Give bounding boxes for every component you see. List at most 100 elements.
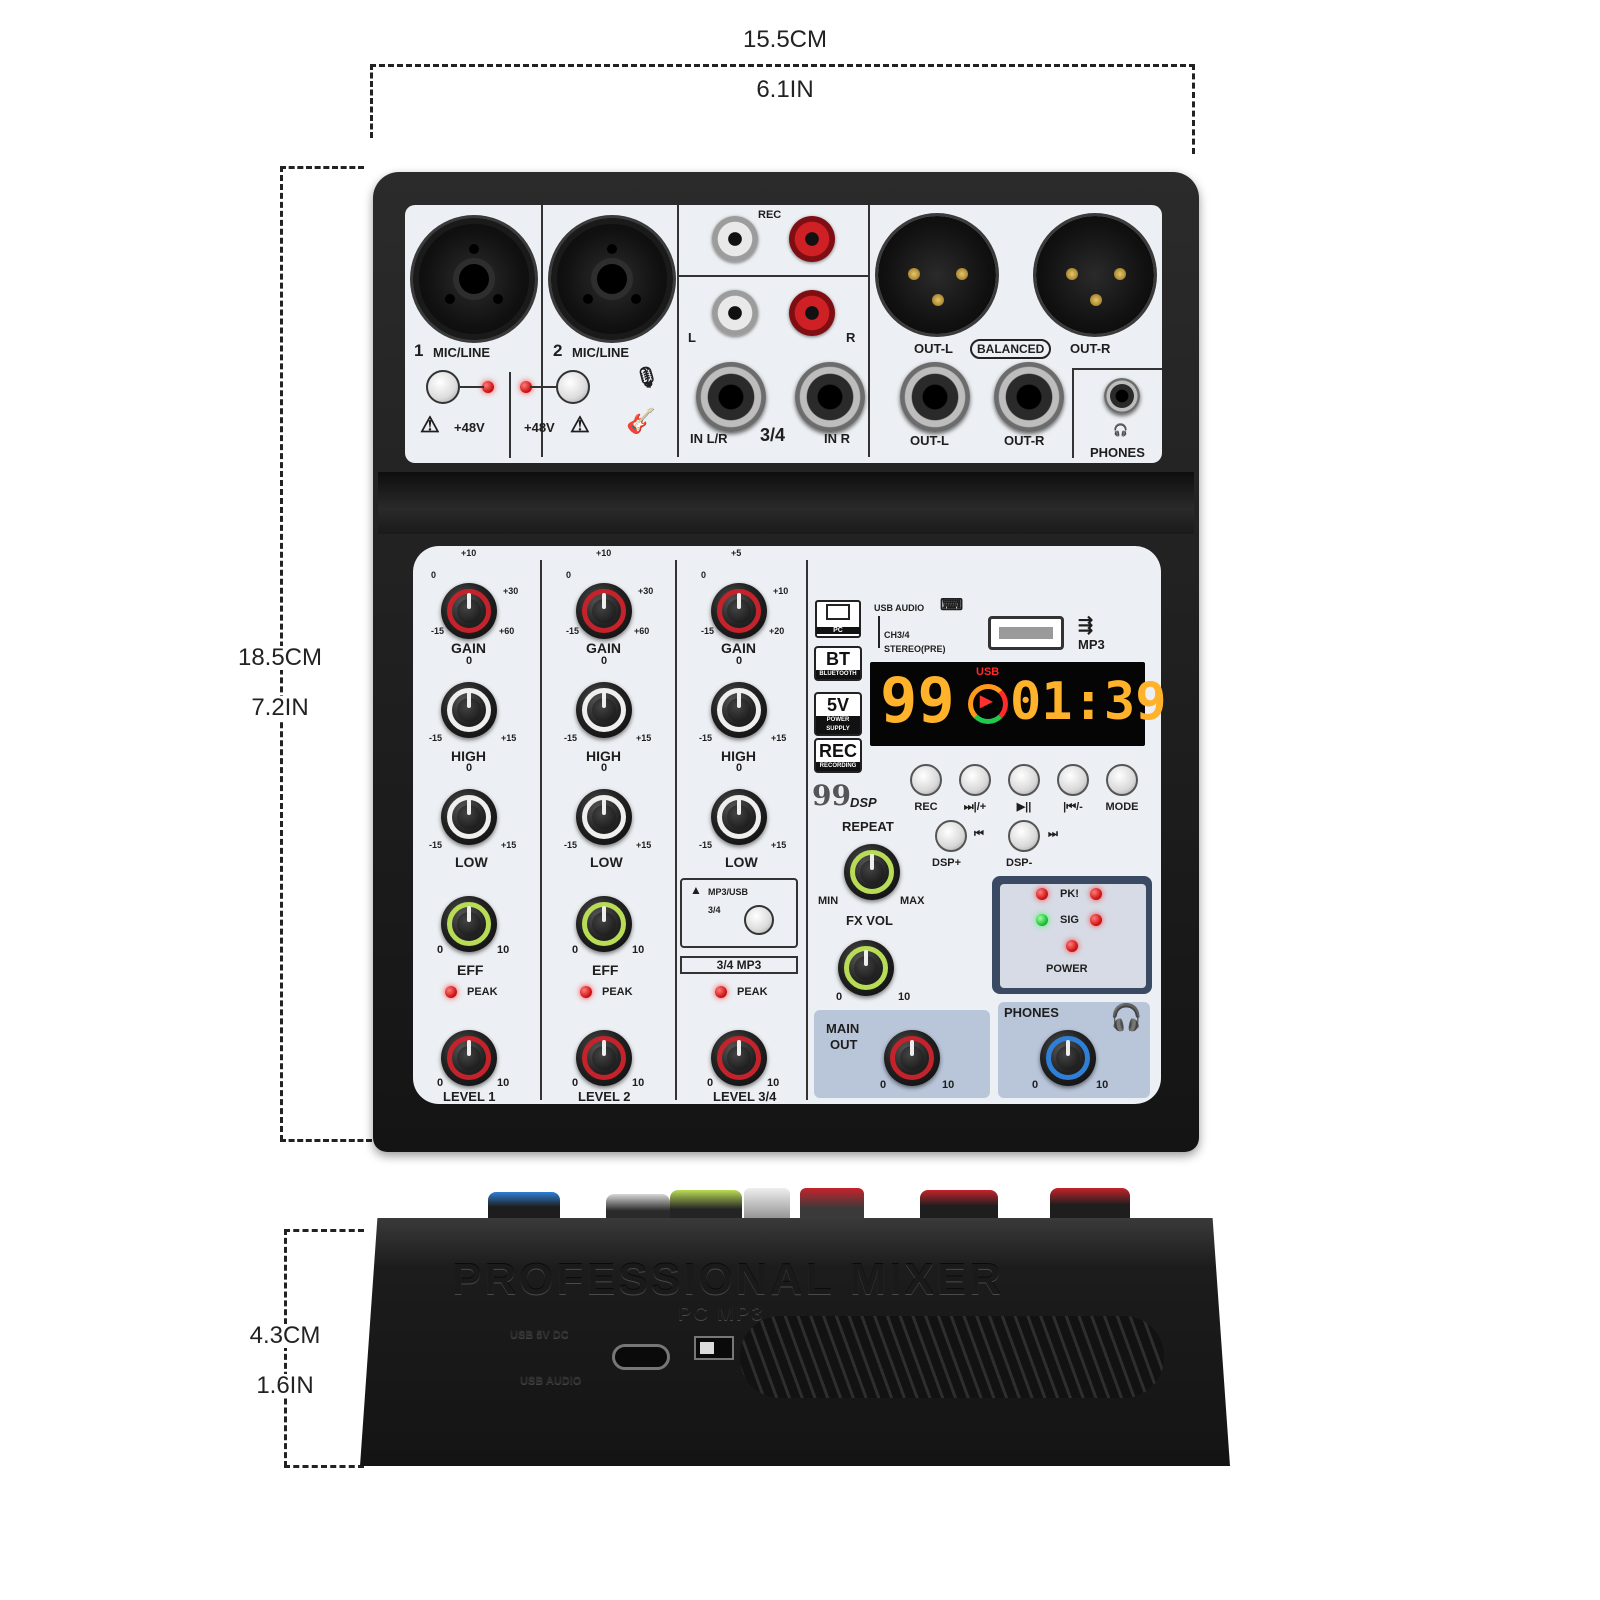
rec-button[interactable] (910, 764, 942, 796)
mp3-source-switch[interactable] (744, 905, 774, 935)
phantom-led-wire-ch1 (458, 386, 484, 388)
dsp-minus-label: DSP- (1006, 857, 1033, 869)
combo-jack-ch2[interactable] (551, 218, 673, 340)
repeat-knob[interactable] (844, 844, 900, 900)
xlr-out-right[interactable] (1036, 216, 1154, 334)
5v-badge-text: 5V (826, 695, 850, 715)
next-button-label: ⏭|/+ (963, 801, 987, 813)
rec-label: REC (758, 209, 782, 221)
channel-divider-3 (806, 560, 808, 1100)
ch1-low-knob[interactable] (441, 789, 497, 845)
routing-line (878, 616, 880, 648)
ch2-gain-top: +10 (596, 548, 612, 558)
usb-c-port[interactable] (612, 1344, 670, 1370)
rear-divider-6 (1072, 368, 1162, 370)
ch1-level-knob[interactable] (441, 1030, 497, 1086)
ch2-low-zero: 0 (601, 762, 608, 774)
ch3-gain-br: +20 (769, 626, 785, 636)
ch2-gain-right: +30 (638, 586, 654, 596)
ch2-low-knob[interactable] (576, 789, 632, 845)
dsp-plus-label: DSP+ (932, 857, 962, 869)
ch1-level-l: 0 (437, 1077, 444, 1089)
phones-jack[interactable] (1104, 378, 1140, 414)
power-label: POWER (1046, 963, 1088, 975)
depth-dimension-bottom-tick (284, 1465, 364, 1468)
rec-rca-right[interactable] (789, 216, 835, 262)
prev-vol-down-button[interactable] (1057, 764, 1089, 796)
ch1-high-label: HIGH (451, 748, 486, 764)
main-out-label-1: MAIN (826, 1021, 860, 1036)
phantom-switch-ch1[interactable] (426, 370, 460, 404)
ch1-high-knob[interactable] (441, 682, 497, 738)
ch3-low-knob[interactable] (711, 789, 767, 845)
rca-r-label: R (846, 330, 856, 345)
headphones-icon-rear: 🎧 (1113, 423, 1128, 437)
ch1-eff-r: 10 (497, 944, 510, 956)
ch2-eff-label: EFF (592, 962, 619, 978)
dsp-label: DSP (850, 795, 877, 810)
phantom-switch-ch2[interactable] (556, 370, 590, 404)
recording-badge: REC RECORDING (814, 738, 862, 773)
phones-knob[interactable] (1040, 1030, 1096, 1086)
ch2-eff-knob[interactable] (576, 896, 632, 952)
ch2-level-r: 10 (632, 1077, 645, 1089)
ch3-high-knob[interactable] (711, 682, 767, 738)
ch2-level-knob[interactable] (576, 1030, 632, 1086)
ch3-gain-bl: -15 (701, 626, 715, 636)
guitar-icon: 🎸 (626, 408, 656, 435)
ch2-low-l: -15 (564, 840, 578, 850)
ch2-input-label: MIC/LINE (572, 345, 630, 360)
repeat-max-label: MAX (900, 895, 925, 907)
side-switch[interactable] (694, 1336, 734, 1360)
ch3-level-knob[interactable] (711, 1030, 767, 1086)
in-lr-label: IN L/R (690, 431, 728, 446)
input-rca-left[interactable] (712, 290, 758, 336)
usb-port[interactable] (988, 616, 1064, 650)
main-out-knob[interactable] (884, 1030, 940, 1086)
ch3-gain-knob[interactable] (711, 583, 767, 639)
fxvol-knob[interactable] (838, 940, 894, 996)
ch1-eff-knob[interactable] (441, 896, 497, 952)
ch1-gain-knob[interactable] (441, 583, 497, 639)
ch1-gain-right: +30 (503, 586, 519, 596)
ch1-low-zero: 0 (466, 762, 473, 774)
width-cm-label: 15.5CM (742, 26, 828, 53)
width-in-label: 6.1IN (756, 76, 814, 103)
depth-cm-label: 4.3CM (220, 1324, 350, 1348)
ch2-level-label: LEVEL 2 (578, 1089, 631, 1104)
dsp-minus-button[interactable] (1008, 820, 1040, 852)
ch2-high-label: HIGH (586, 748, 621, 764)
xlr-out-left[interactable] (878, 216, 996, 334)
dsp-plus-button[interactable] (935, 820, 967, 852)
ch2-low-r: +15 (636, 840, 652, 850)
jack-out-r-label: OUT-R (1004, 433, 1045, 448)
jack-out-left[interactable] (900, 362, 970, 432)
height-dimension-top-tick (280, 166, 364, 169)
in-lr-jack[interactable] (696, 362, 766, 432)
jack-out-right[interactable] (994, 362, 1064, 432)
ch1-gain-label: GAIN (451, 640, 486, 656)
ch2-high-knob[interactable] (576, 682, 632, 738)
ch3-gain-right: +10 (773, 586, 789, 596)
in-r-jack[interactable] (795, 362, 865, 432)
phones-max: 10 (1096, 1079, 1109, 1091)
mp3-label: MP3 (1078, 637, 1105, 652)
rec-rca-left[interactable] (712, 216, 758, 262)
phones-min: 0 (1032, 1079, 1039, 1091)
phantom-led-wire-ch2 (530, 386, 558, 388)
bt-badge-sub: BLUETOOTH (816, 670, 860, 679)
ch3-peak-led (715, 986, 727, 998)
play-pause-button[interactable] (1008, 764, 1040, 796)
stereo-route-label: STEREO(PRE) (884, 644, 946, 654)
combo-jack-ch1[interactable] (413, 218, 535, 340)
ch1-low-label: LOW (455, 854, 488, 870)
input-rca-right[interactable] (789, 290, 835, 336)
ch1-gain-top: +10 (461, 548, 477, 558)
ch2-gain-knob[interactable] (576, 583, 632, 639)
side-usb-audio-label: USB AUDIO (520, 1375, 582, 1387)
next-vol-up-button[interactable] (959, 764, 991, 796)
source-bell-icon: ▲ (690, 883, 702, 897)
ch34-option: 3/4 (708, 905, 721, 915)
display-source: USB (976, 666, 1000, 678)
mode-button[interactable] (1106, 764, 1138, 796)
